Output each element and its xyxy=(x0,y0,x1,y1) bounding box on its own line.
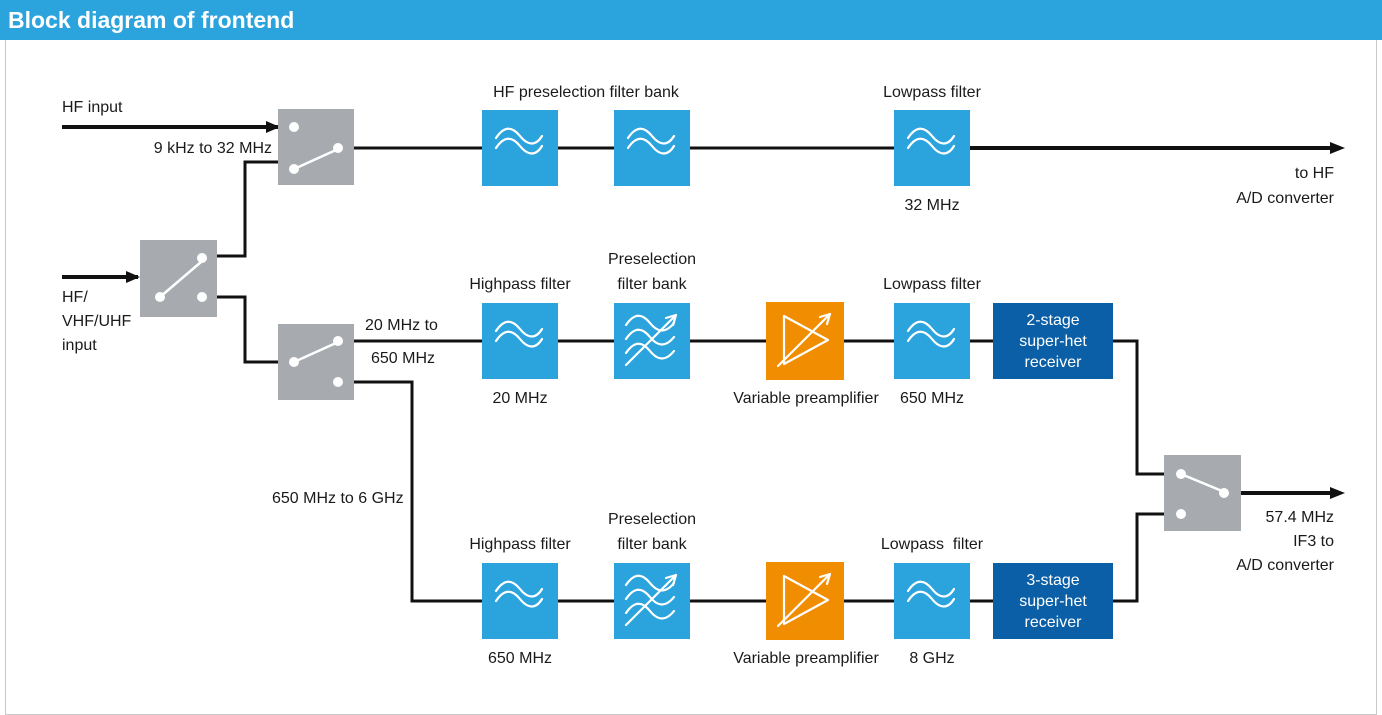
vhf-range-label-1: 20 MHz to xyxy=(365,317,438,334)
uhf-lowpass-filter xyxy=(894,563,970,639)
vhf-lowpass-value: 650 MHz xyxy=(900,390,964,407)
hf-preselection-filter-1 xyxy=(482,110,558,186)
main-input-label-3: input xyxy=(62,337,97,354)
uhf-branch-line xyxy=(354,380,482,603)
switch-output xyxy=(1164,455,1241,531)
arrow-head-icon xyxy=(266,121,280,133)
receiver-3-line-1: 3-stage xyxy=(1026,572,1079,589)
arrow-heads xyxy=(126,121,1345,499)
receiver-2-line-3: receiver xyxy=(1025,354,1083,371)
vhf-preamp-label: Variable preamplifier xyxy=(733,390,879,407)
page-title: Block diagram of frontend xyxy=(8,7,295,33)
output-label-3: A/D converter xyxy=(1236,557,1334,574)
uhf-preamp-label: Variable preamplifier xyxy=(733,650,879,667)
vhf-lowpass-filter xyxy=(894,303,970,379)
receiver-3-line-3: receiver xyxy=(1025,614,1083,631)
receiver-3-stage: 3-stage super-het receiver xyxy=(993,563,1113,639)
switch-main xyxy=(140,240,217,317)
arrow-head-icon xyxy=(126,271,140,283)
hf-ad-converter-label: A/D converter xyxy=(1236,190,1334,207)
output-label-1: 57.4 MHz xyxy=(1266,509,1334,526)
vhf-variable-preamplifier xyxy=(766,302,844,380)
vhf-preselection-filter xyxy=(614,303,690,379)
to-hf-label: to HF xyxy=(1295,165,1334,182)
hf-preselection-label: HF preselection filter bank xyxy=(493,84,680,101)
vhf-highpass-label: Highpass filter xyxy=(469,276,571,293)
receiver3-to-switch-line xyxy=(1113,512,1164,603)
vhf-highpass-value: 20 MHz xyxy=(492,390,547,407)
hf-range-label: 9 kHz to 32 MHz xyxy=(154,140,272,157)
main-input-label-1: HF/ xyxy=(62,289,88,306)
uhf-preselection-label-1: Preselection xyxy=(608,511,696,528)
vhf-highpass-filter xyxy=(482,303,558,379)
to-hf-switch-line xyxy=(217,160,278,258)
diagram-labels: HF input 9 kHz to 32 MHz HF preselection… xyxy=(62,84,1335,667)
uhf-range-label: 650 MHz to 6 GHz xyxy=(272,490,404,507)
hf-lowpass-label: Lowpass filter xyxy=(883,84,981,101)
title-bar: Block diagram of frontend xyxy=(0,0,1382,40)
uhf-highpass-label: Highpass filter xyxy=(469,536,571,553)
uhf-lowpass-value: 8 GHz xyxy=(909,650,954,667)
uhf-lowpass-label: Lowpass filter xyxy=(881,536,984,553)
signal-lines xyxy=(62,125,1330,603)
vhf-preselection-label-2: filter bank xyxy=(617,276,687,293)
switch-vhf-uhf xyxy=(278,324,354,400)
vhf-lowpass-label: Lowpass filter xyxy=(883,276,981,293)
main-input-label-2: VHF/UHF xyxy=(62,313,132,330)
receiver-2-stage: 2-stage super-het receiver xyxy=(993,303,1113,379)
receiver-3-line-2: super-het xyxy=(1019,593,1087,610)
output-label-2: IF3 to xyxy=(1293,533,1334,550)
arrow-head-icon xyxy=(1330,142,1345,154)
vhf-preselection-label-1: Preselection xyxy=(608,251,696,268)
uhf-highpass-filter xyxy=(482,563,558,639)
vhf-range-label-2: 650 MHz xyxy=(371,350,435,367)
uhf-preselection-label-2: filter bank xyxy=(617,536,687,553)
hf-lowpass-filter xyxy=(894,110,970,186)
to-vhf-switch-line xyxy=(217,295,278,364)
receiver2-to-switch-line xyxy=(1113,339,1164,476)
hf-lowpass-value: 32 MHz xyxy=(904,197,959,214)
uhf-highpass-value: 650 MHz xyxy=(488,650,552,667)
uhf-variable-preamplifier xyxy=(766,562,844,640)
switch-hf xyxy=(278,109,354,185)
arrow-head-icon xyxy=(1330,487,1345,499)
hf-preselection-filter-2 xyxy=(614,110,690,186)
receiver-2-line-2: super-het xyxy=(1019,333,1087,350)
uhf-preselection-filter xyxy=(614,563,690,639)
hf-input-label: HF input xyxy=(62,99,123,116)
receiver-2-line-1: 2-stage xyxy=(1026,312,1079,329)
